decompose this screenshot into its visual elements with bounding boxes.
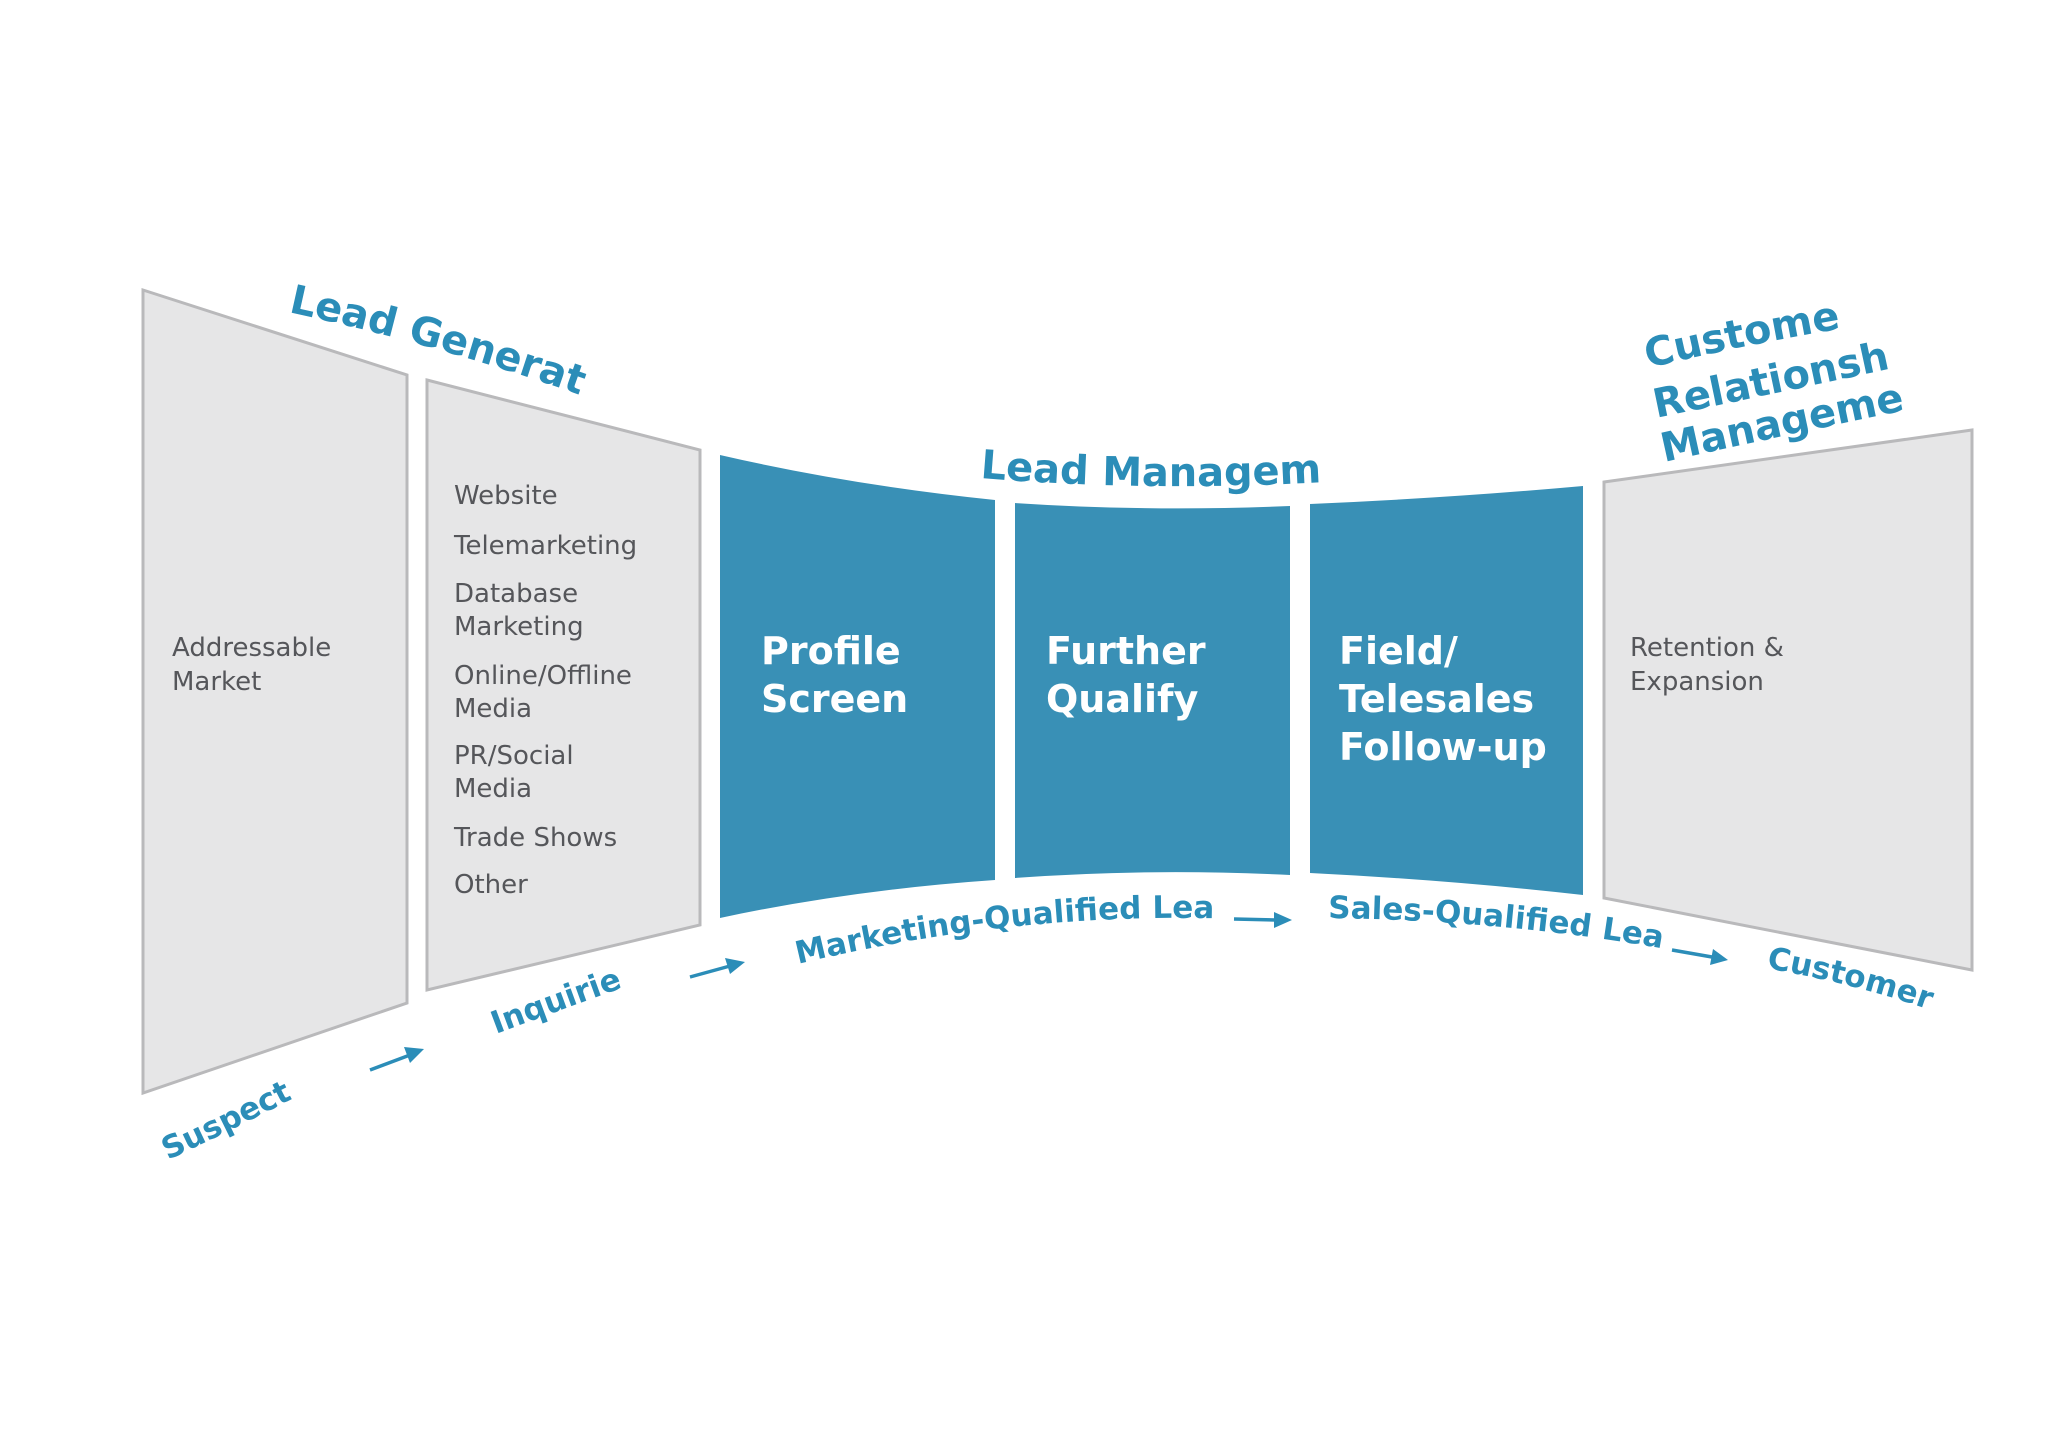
retention-expansion-label: Retention & Expansion	[1630, 633, 1792, 697]
further-qualify-label: Further Qualify	[1046, 629, 1219, 721]
lead-source-database-marketing: Database Marketing	[454, 579, 586, 642]
arrow-icon-mql-to-sql	[1233, 912, 1292, 928]
field-telesales-label: Field/ Telesales Follow-up	[1339, 629, 1547, 769]
further-qualify-panel	[1015, 503, 1290, 878]
arrow-icon-inquiries-to-mql	[689, 958, 745, 979]
lead-sources-panel	[425, 378, 702, 992]
lead-source-website: Website	[454, 481, 558, 511]
lead-source-trade-shows: Trade Shows	[453, 823, 617, 853]
retention-panel	[1602, 428, 1974, 972]
lead-source-telemarketing: Telemarketing	[453, 531, 637, 561]
field-telesales-panel	[1310, 486, 1583, 895]
arrow-icon-suspects-to-inquiries	[369, 1047, 424, 1072]
arrow-icon-sql-to-customers	[1671, 948, 1728, 965]
profile-screen-label: Profile Screen	[761, 629, 914, 721]
lead-source-other: Other	[454, 870, 528, 900]
crm-heading-line-1: Customer	[0, 0, 1843, 378]
lead-source-online-offline-media: Online/Offline Media	[454, 661, 640, 724]
lead-source-pr-social-media: PR/Social Media	[454, 741, 582, 804]
profile-screen-panel	[720, 455, 995, 918]
addressable-market-panel	[141, 287, 409, 1096]
addressable-market-label: Addressable Market	[172, 633, 339, 697]
